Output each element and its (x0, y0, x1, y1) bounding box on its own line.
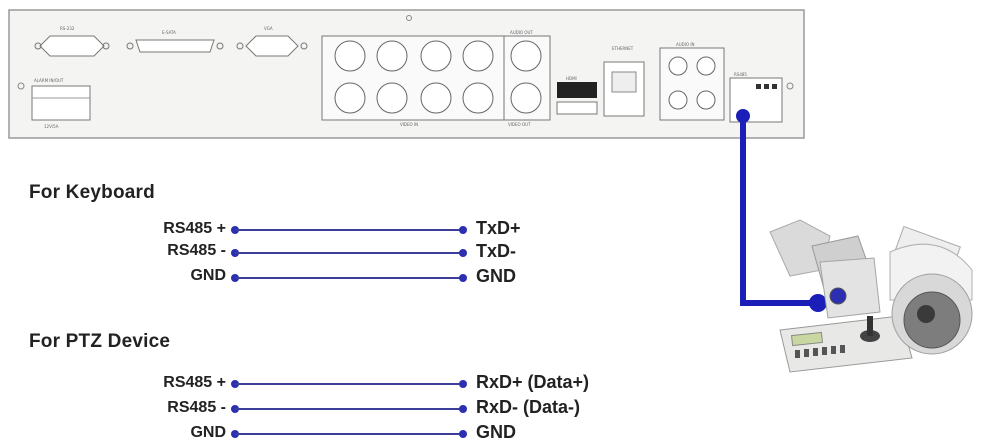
wire-dot-right (459, 405, 467, 413)
device-connection-point (809, 294, 827, 312)
ptz-pin-left-1: RS485 + (163, 374, 226, 391)
ptz-keyboard-controller-icon (779, 315, 913, 373)
wire-dot-right (459, 430, 467, 438)
rs232-port (34, 35, 110, 57)
keyboard-wire-1 (231, 225, 471, 235)
hdmi-port (557, 82, 597, 98)
wire-dot-right (459, 249, 467, 257)
wire-dot-right (459, 226, 467, 234)
label-audio-in: AUDIO IN (676, 42, 695, 47)
ptz-pin-left-2: RS485 - (167, 399, 226, 416)
label-alarm: ALARM IN/OUT (34, 78, 64, 83)
ptz-wire-2 (231, 404, 471, 414)
wire-line (235, 277, 463, 279)
label-audio-out: AUDIO OUT (510, 30, 533, 35)
label-esata: E-SATA (162, 30, 176, 35)
bnc-connectors (334, 40, 542, 114)
wire-line (235, 433, 463, 435)
keyboard-section-heading: For Keyboard (29, 182, 155, 203)
ptz-pin-right-3: GND (476, 422, 516, 442)
wire-line (235, 252, 463, 254)
wire-line (235, 383, 463, 385)
keyboard-pin-left-3: GND (190, 267, 226, 284)
label-rs232: RS-232 (60, 26, 75, 31)
keyboard-wire-3 (231, 273, 471, 283)
label-power: 12V/5A (44, 124, 59, 129)
ptz-pin-right-2: RxD- (Data-) (476, 397, 581, 417)
wire-line (235, 408, 463, 410)
keyboard-pin-right-1: TxD+ (476, 218, 521, 238)
ptz-pin-left-3: GND (190, 424, 226, 441)
wire-dot-right (459, 274, 467, 282)
keyboard-wire-2 (231, 248, 471, 258)
label-video-out: VIDEO OUT (508, 122, 531, 127)
esata-port (126, 39, 224, 53)
keyboard-pin-left-2: RS485 - (167, 242, 226, 259)
mount-hole-right (786, 82, 794, 90)
label-ethernet: ETHERNET (612, 46, 634, 51)
keyboard-pin-right-3: GND (476, 266, 516, 286)
rs485-cable (740, 116, 818, 306)
keyboard-pin-left-1: RS485 + (163, 220, 226, 237)
label-video-in: VIDEO IN (400, 122, 419, 127)
ptz-wire-1 (231, 379, 471, 389)
ptz-section-heading: For PTZ Device (29, 331, 171, 352)
wire-line (235, 229, 463, 231)
power-alarm-block (31, 85, 91, 121)
vga-port (236, 35, 308, 57)
mount-hole-left (17, 82, 25, 90)
keyboard-pin-right-2: TxD- (476, 241, 516, 261)
label-hdmi: HDMI (566, 76, 577, 81)
mount-hole-top (406, 15, 412, 21)
wire-dot-right (459, 380, 467, 388)
ptz-wire-3 (231, 429, 471, 439)
ptz-pin-right-1: RxD+ (Data+) (476, 372, 590, 392)
ptz-dome-camera-icon (769, 219, 973, 355)
label-rs485: RS485 (734, 72, 747, 77)
label-vga: VGA (264, 26, 273, 31)
